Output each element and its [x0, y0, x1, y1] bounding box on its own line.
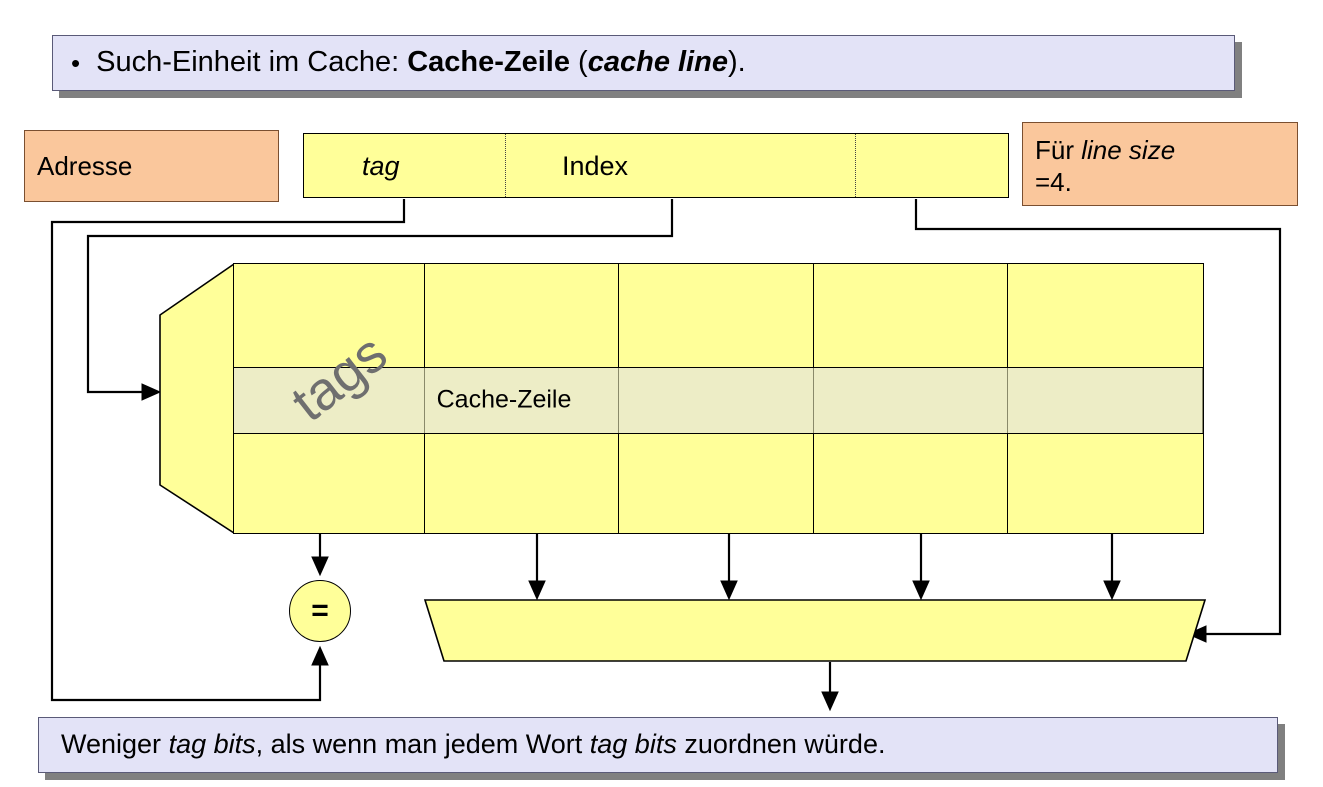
- address-label-box: Adresse: [24, 130, 279, 202]
- cache-cell-tag-top: [234, 264, 425, 367]
- bottom-banner-seg-0: Weniger: [61, 729, 169, 760]
- cache-cell-w2-bottom: [813, 434, 1009, 533]
- top-banner-seg-0: Such-Einheit im Cache:: [96, 46, 408, 79]
- top-banner-seg-3: cache line: [587, 46, 728, 79]
- address-divider-tag-index: [505, 134, 506, 197]
- bottom-banner-seg-4: zuordnen würde.: [676, 729, 886, 760]
- bottom-banner: Weniger tag bits, als wenn man jedem Wor…: [38, 717, 1278, 773]
- top-banner-text: Such-Einheit im Cache: Cache-Zeile (cach…: [96, 46, 746, 79]
- top-banner: • Such-Einheit im Cache: Cache-Zeile (ca…: [52, 35, 1235, 91]
- multiplexer-shape: [423, 599, 1207, 662]
- cache-cell-w1-bottom: [619, 434, 814, 533]
- address-field-index: Index: [562, 151, 629, 181]
- line-size-italic: line size: [1081, 134, 1176, 165]
- line-size-note-line2: =4.: [1035, 167, 1072, 197]
- cache-memory-block: Cache-Zeile tags: [152, 263, 1204, 534]
- cache-cell-w3-top: [1008, 264, 1203, 367]
- cache-cell-w3-bottom: [1008, 434, 1203, 533]
- cache-row-top: [234, 264, 1203, 367]
- cache-cell-w0-top: [424, 264, 620, 367]
- cache-cell-w0-selected: Cache-Zeile: [424, 367, 620, 434]
- cache-cell-w1-top: [619, 264, 814, 367]
- bullet-icon: •: [71, 48, 81, 78]
- cache-cell-w1-selected: [619, 367, 814, 434]
- cache-cell-w3-selected: [1008, 367, 1203, 434]
- cache-memory-left-face: [159, 263, 235, 534]
- address-bar: tag Index: [303, 133, 1009, 198]
- bottom-banner-seg-2: , als wenn man jedem Wort: [255, 729, 590, 760]
- top-banner-seg-4: ).: [727, 46, 746, 79]
- top-banner-seg-1: Cache-Zeile: [407, 46, 570, 79]
- line-size-prefix: Für: [1035, 134, 1082, 165]
- top-banner-seg-2: (: [570, 46, 588, 79]
- bottom-banner-text: Weniger tag bits, als wenn man jedem Wor…: [61, 729, 886, 760]
- line-size-note-box: Für line size =4.: [1022, 122, 1298, 206]
- address-field-tag: tag: [362, 151, 400, 181]
- cache-grid: Cache-Zeile: [233, 263, 1204, 534]
- cache-cell-tag-selected: [234, 367, 425, 434]
- cache-zeile-label: Cache-Zeile: [436, 385, 572, 414]
- comparator-equals: =: [289, 580, 351, 642]
- address-label-text: Adresse: [37, 150, 133, 181]
- bottom-banner-seg-3: tag bits: [589, 729, 677, 760]
- cache-cell-w0-bottom: [424, 434, 620, 533]
- line-size-note-line1: Für line size: [1035, 134, 1175, 167]
- cache-cell-tag-bottom: [234, 434, 425, 533]
- cache-row-selected[interactable]: Cache-Zeile: [234, 366, 1203, 435]
- address-divider-index-offset: [855, 134, 856, 197]
- equals-icon: =: [311, 594, 329, 627]
- cache-cell-w2-top: [813, 264, 1009, 367]
- bottom-banner-seg-1: tag bits: [168, 729, 256, 760]
- cache-cell-w2-selected: [813, 367, 1009, 434]
- cache-row-bottom: [234, 434, 1203, 533]
